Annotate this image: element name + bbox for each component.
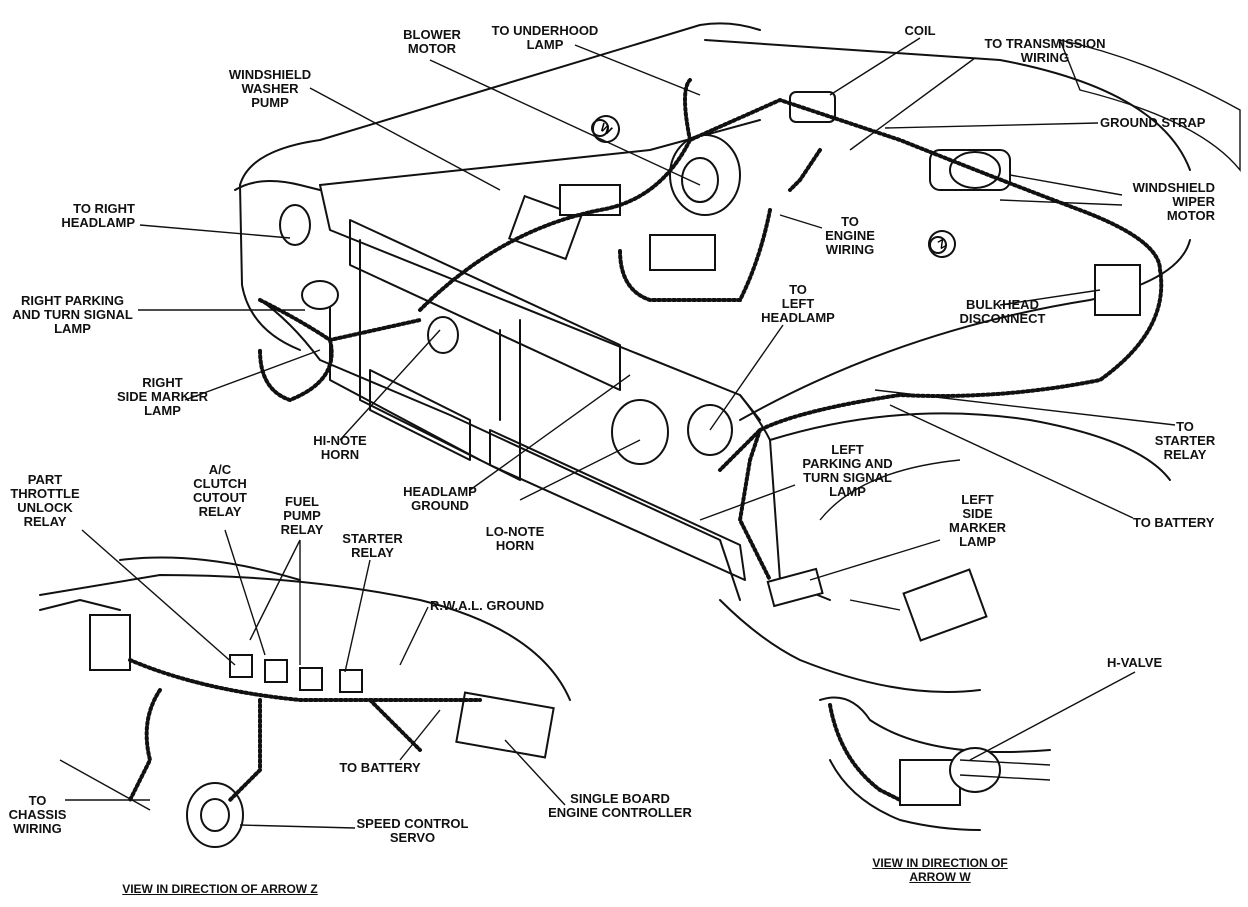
label-coil: COIL (904, 23, 936, 38)
components (279, 91, 1141, 642)
label-starter-relay: STARTER RELAY (342, 531, 403, 560)
label-blower-motor: BLOWER MOTOR (403, 27, 461, 56)
label-rwal-ground: R.W.A.L. GROUND (430, 598, 545, 613)
label-speed-control-servo: SPEED CONTROL SERVO (356, 816, 469, 845)
inset-view-z (39, 556, 571, 848)
label-to-underhood-lamp: TO UNDERHOOD LAMP (491, 23, 599, 52)
label-h-valve: H-VALVE (1107, 655, 1163, 670)
label-to-chassis-wiring: TO CHASSIS WIRING (8, 793, 67, 836)
label-right-parking-turn-lamp: RIGHT PARKING AND TURN SIGNAL LAMP (12, 293, 133, 336)
label-left-side-marker-lamp: LEFT SIDE MARKER LAMP (948, 492, 1007, 549)
radiator-grille (329, 219, 746, 581)
label-headlamp-ground: HEADLAMP GROUND (403, 484, 477, 513)
label-to-left-headlamp: TO LEFT HEADLAMP (761, 282, 835, 325)
label-fuel-pump-relay: FUEL PUMP RELAY (280, 494, 324, 537)
label-to-battery-right: TO BATTERY (1133, 515, 1215, 530)
label-bulkhead-disconnect: BULKHEAD DISCONNECT (959, 297, 1046, 326)
label-ac-clutch-cutout-relay: A/C CLUTCH CUTOUT RELAY (193, 462, 247, 519)
caption-view-arrow-z: VIEW IN DIRECTION OF ARROW Z (122, 882, 318, 896)
label-to-right-headlamp: TO RIGHT HEADLAMP (61, 201, 135, 230)
harness-upper (258, 78, 1164, 582)
label-hi-note-horn: HI-NOTE HORN (313, 433, 367, 462)
label-to-starter-relay: TO STARTER RELAY (1154, 419, 1216, 462)
label-ground-strap: GROUND STRAP (1100, 115, 1206, 130)
label-left-parking-turn-lamp: LEFT PARKING AND TURN SIGNAL LAMP (802, 442, 893, 499)
label-windshield-washer-pump: WINDSHIELD WASHER PUMP (228, 67, 312, 110)
leader-lines (65, 37, 1176, 829)
label-right-side-marker-lamp: RIGHT SIDE MARKER LAMP (116, 375, 208, 418)
label-single-board-engine-controller: SINGLE BOARD ENGINE CONTROLLER (548, 791, 692, 820)
label-part-throttle-unlock-relay: PART THROTTLE UNLOCK RELAY (10, 472, 80, 529)
label-lo-note-horn: LO-NOTE HORN (485, 524, 545, 553)
inset-view-w (819, 696, 1051, 831)
label-to-transmission-wiring: TO TRANSMISSION WIRING (984, 36, 1106, 65)
caption-view-arrow-w: VIEW IN DIRECTION OF ARROW W (872, 856, 1008, 884)
label-windshield-wiper-motor: WINDSHIELD WIPER MOTOR (1132, 180, 1215, 223)
label-to-engine-wiring: TO ENGINE WIRING (825, 214, 875, 257)
label-to-battery-bottom: TO BATTERY (339, 760, 421, 775)
